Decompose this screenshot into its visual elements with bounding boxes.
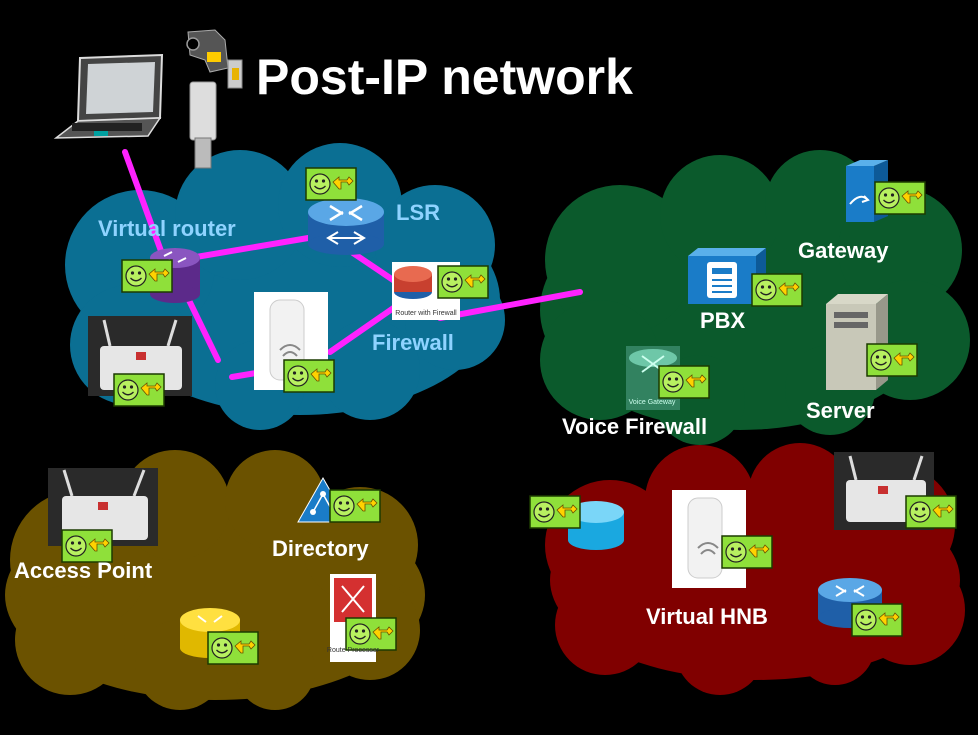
label-virtual-router: Virtual router bbox=[98, 216, 236, 241]
label-lsr: LSR bbox=[396, 200, 440, 225]
smiley-badge-icon bbox=[751, 273, 803, 307]
lsr-router-icon bbox=[308, 198, 384, 255]
page-title: Post-IP network bbox=[256, 49, 633, 105]
smiley-badge-icon bbox=[283, 359, 335, 393]
label-virtual-hnb: Virtual HNB bbox=[646, 604, 768, 629]
smiley-badge-icon bbox=[113, 373, 165, 407]
smiley-badge-icon bbox=[329, 489, 381, 523]
cyan-router-icon bbox=[568, 501, 624, 550]
smiley-badge-icon bbox=[345, 617, 397, 651]
label-pbx: PBX bbox=[700, 308, 746, 333]
route-processor-text: Route Processor bbox=[327, 647, 380, 654]
label-server: Server bbox=[806, 398, 875, 423]
label-voice-firewall: Voice Firewall bbox=[562, 414, 707, 439]
label-gateway: Gateway bbox=[798, 238, 889, 263]
smiley-badge-icon bbox=[721, 535, 773, 569]
smiley-badge-icon bbox=[207, 631, 259, 665]
smiley-badge-icon bbox=[121, 259, 173, 293]
laptop-icon bbox=[53, 53, 164, 139]
usb-key-icon bbox=[186, 29, 243, 169]
router-with-firewall-text: Router with Firewall bbox=[395, 310, 457, 317]
smiley-badge-icon bbox=[437, 265, 489, 299]
link-firewall-green bbox=[437, 289, 583, 321]
label-access-point: Access Point bbox=[14, 558, 153, 583]
smiley-badge-icon bbox=[658, 365, 710, 399]
smiley-badge-icon bbox=[529, 495, 581, 529]
label-directory: Directory bbox=[272, 536, 369, 561]
link-laptop-router bbox=[122, 149, 168, 265]
smiley-badge-icon bbox=[866, 343, 918, 377]
smiley-badge-icon bbox=[905, 495, 957, 529]
label-firewall: Firewall bbox=[372, 330, 454, 355]
smiley-badge-icon bbox=[851, 603, 903, 637]
voice-gateway-text: Voice Gateway bbox=[629, 399, 676, 406]
link-router-lsr bbox=[187, 233, 323, 261]
smiley-badge-icon bbox=[305, 167, 357, 201]
smiley-badge-icon bbox=[874, 181, 926, 215]
link-router-hnb bbox=[182, 289, 221, 363]
